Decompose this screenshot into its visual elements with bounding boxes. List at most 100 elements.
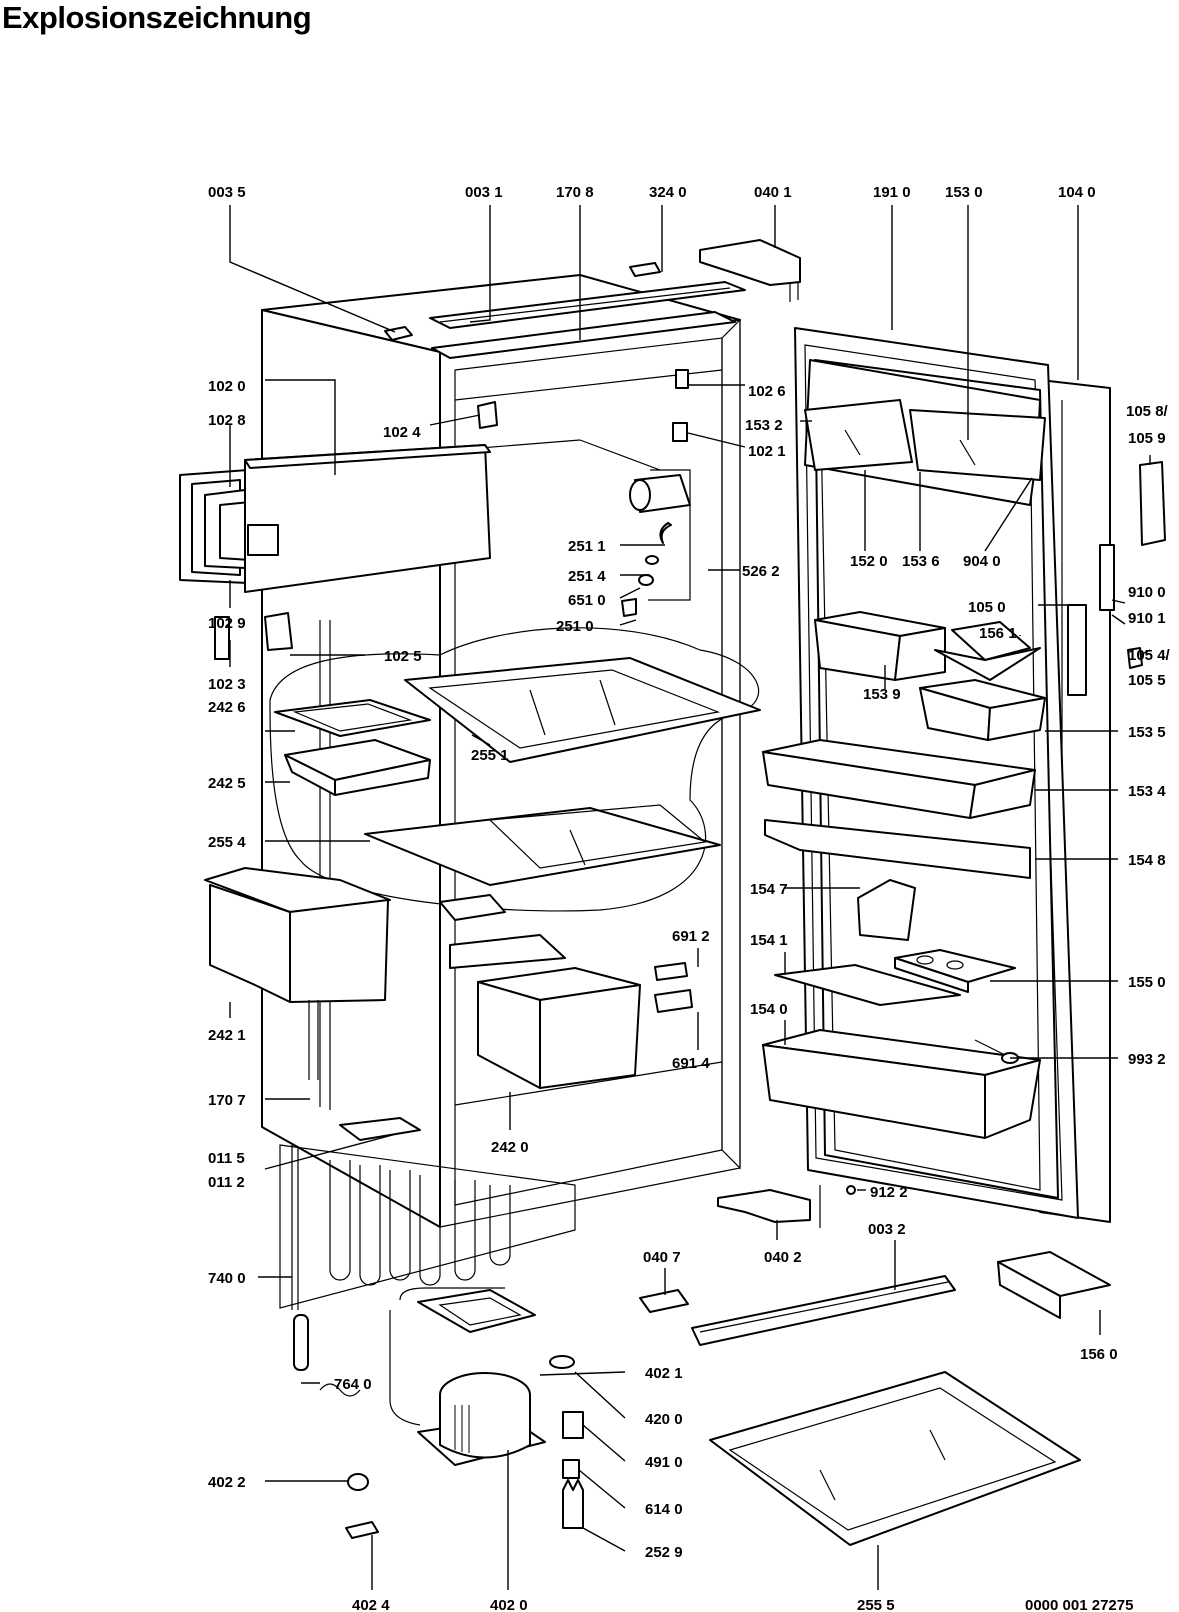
part-label: 691 4 [672,1055,710,1072]
thermostat-526-2 [629,469,691,601]
tray-155-0 [894,949,1016,993]
part-label: 251 0 [556,618,594,635]
part-label: 155 0 [1128,974,1166,991]
part-label: 154 1 [750,932,788,949]
part-label: 156 0 [1080,1346,1118,1363]
part-label: 156 1 [979,625,1017,642]
screw-651-0 [638,574,654,586]
part-label: 191 0 [873,184,911,201]
part-label: 102 4 [383,424,421,441]
part-label: 102 6 [748,383,786,400]
part-label: 904 0 [963,553,1001,570]
part-label: 003 2 [868,1221,906,1238]
butter-compartment-152-0 [804,359,1046,506]
ice-tray-156-0 [997,1251,1111,1319]
small-part-102-4 [477,401,498,429]
knob-251-1 [659,522,672,544]
top-cover-strip [429,281,746,359]
part-label: 152 0 [850,553,888,570]
clip-105-4 [1127,647,1143,669]
part-label: 011 5 [208,1150,245,1167]
leader-lines [229,205,1151,1590]
part-label: 102 0 [208,378,246,395]
holder-154-7 [857,879,916,941]
part-label: 154 7 [750,881,788,898]
part-label: 402 2 [208,1474,246,1491]
part-label: 040 2 [764,1249,802,1266]
crisper-drawer-242-0 [449,934,641,1089]
shelf-area-outline [269,627,760,912]
shelf-153-4 [762,739,1036,819]
part-label: 910 0 [1128,584,1166,601]
bin-153-9 [814,611,946,681]
mount-402-1 [417,1289,536,1333]
glass-shelf-255-1 [404,657,761,763]
shelf-154-0 [762,1029,1041,1139]
glass-shelf-255-4 [364,804,721,921]
document-id: 0000 001 27275 [1025,1597,1133,1612]
egg-tray-156-1 [934,621,1041,681]
part-label: 003 5 [208,184,246,201]
part-label: 154 8 [1128,852,1166,869]
part-label: 102 5 [384,648,422,665]
part-label: 153 5 [1128,724,1166,741]
part-label: 993 2 [1128,1051,1166,1068]
part-label: 764 0 [334,1376,372,1393]
part-614-0 [562,1459,580,1479]
part-label: 153 2 [745,417,783,434]
bracket-105-8 [1139,461,1166,546]
tube-loop [389,1287,505,1426]
part-labels: 003 5 003 1 170 8 324 0 040 1 191 0 153 … [208,184,1171,1612]
part-label: 252 9 [645,1544,683,1561]
part-label: 003 1 [465,184,503,201]
part-491-0 [562,1411,584,1439]
glass-shelf-255-5 [709,1371,1081,1546]
part-label: 153 6 [902,553,940,570]
part-label: 910 1 [1128,610,1166,627]
part-label: 420 0 [645,1411,683,1428]
part-label: 526 2 [742,563,780,580]
part-402-2 [347,1473,369,1491]
part-label: 102 1 [748,443,786,460]
part-label: 242 6 [208,699,246,716]
part-label: 102 9 [208,615,246,632]
part-label: 153 9 [863,686,901,703]
part-label: 105 0 [968,599,1006,616]
knob-251-4 [645,555,659,565]
small-part-691-2 [654,962,688,981]
crisper-drawer-242-1 [204,867,391,1003]
top-hinge-040-1 [699,239,801,302]
part-label: 242 1 [208,1027,246,1044]
part-label: 740 0 [208,1270,246,1287]
part-label: 104 0 [1058,184,1096,201]
clip-324-0 [629,262,661,277]
bottom-hinge-040-2 [717,1185,821,1228]
page-title: Explosionszeichnung [2,0,312,35]
part-label: 040 7 [643,1249,681,1266]
part-label: 251 1 [568,538,606,555]
part-label: 402 0 [490,1597,528,1612]
compressor-402-0 [417,1372,546,1466]
part-label: 011 2 [208,1174,245,1191]
part-label: 324 0 [649,184,687,201]
part-label: 105 5 [1128,672,1166,689]
part-label: 154 0 [750,1001,788,1018]
part-label: 040 1 [754,184,792,201]
bracket-910 [1099,544,1115,611]
small-part-102-6 [675,369,689,389]
part-label: 105 8/ [1126,403,1169,420]
capillary-764-0 [293,1314,361,1397]
tube-170-7 [308,1000,319,1080]
part-label: 105 4/ [1128,647,1171,664]
part-label: 691 2 [672,928,710,945]
small-part-691-4 [654,989,693,1013]
part-label: 251 4 [568,568,606,585]
part-label: 102 8 [208,412,246,429]
part-label: 105 9 [1128,430,1166,447]
bracket-011 [339,1117,421,1141]
clip-251-0 [621,598,637,617]
bar-154-1 [774,964,961,1006]
part-label: 651 0 [568,592,606,609]
part-label: 255 4 [208,834,246,851]
